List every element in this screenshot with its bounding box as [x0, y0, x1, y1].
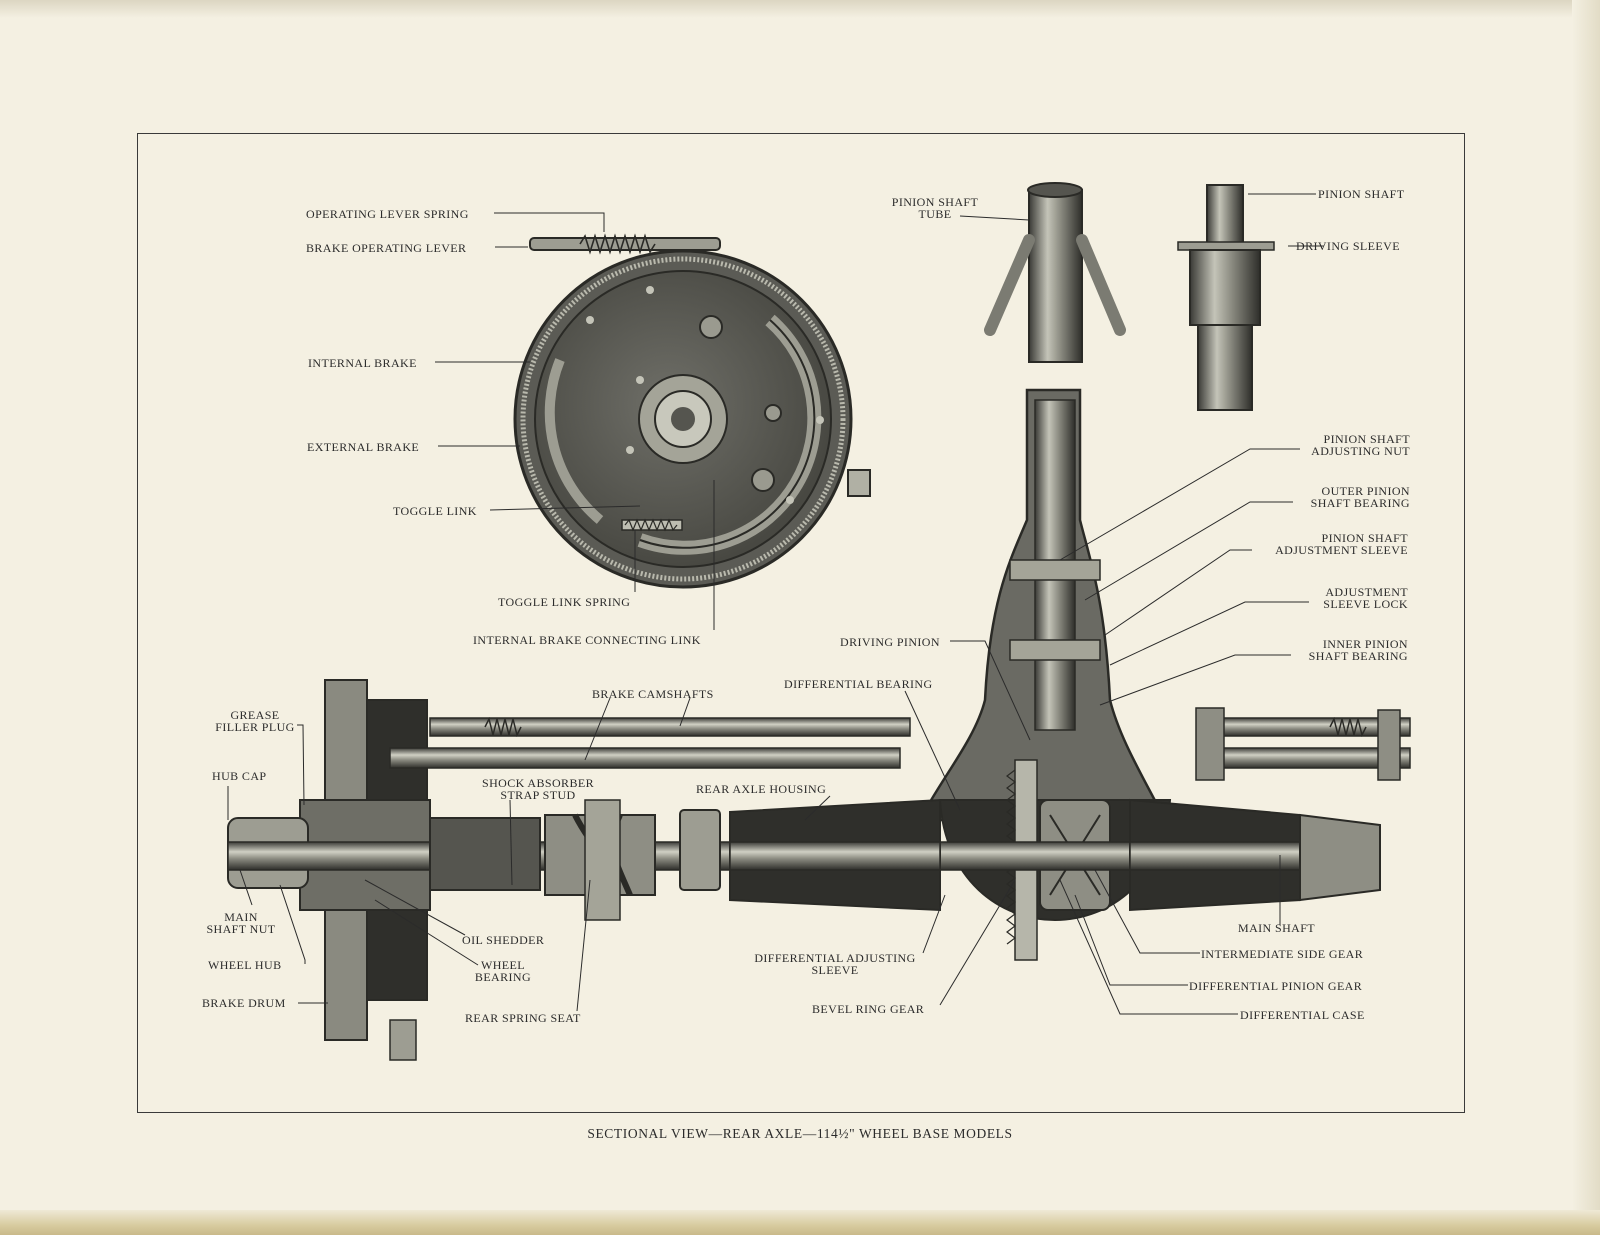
- label-grease-filler-plug: GREASE FILLER PLUG: [200, 709, 310, 733]
- label-differential-adjusting-sleeve-line2: SLEEVE: [811, 963, 859, 977]
- label-pinion-shaft-adjusting-nut: PINION SHAFT ADJUSTING NUT: [1290, 433, 1410, 457]
- label-differential-adjusting-sleeve: DIFFERENTIAL ADJUSTING SLEEVE: [740, 952, 930, 976]
- label-rear-spring-seat: REAR SPRING SEAT: [465, 1011, 581, 1025]
- label-pinion-shaft-adjustment-sleeve-line1: PINION SHAFT: [1321, 531, 1408, 545]
- label-differential-pinion-gear: DIFFERENTIAL PINION GEAR: [1189, 979, 1363, 993]
- label-differential-bearing: DIFFERENTIAL BEARING: [784, 677, 933, 691]
- label-pinion-shaft-tube-line1: PINION SHAFT: [891, 195, 979, 209]
- label-pinion-shaft-tube-line2: TUBE: [918, 207, 952, 221]
- illustration-frame: [137, 133, 1465, 1113]
- label-adjustment-sleeve-lock-line2: SLEEVE LOCK: [1323, 597, 1408, 611]
- label-driving-pinion: DRIVING PINION: [840, 635, 940, 649]
- label-wheel-bearing: WHEEL BEARING: [470, 959, 536, 983]
- label-pinion-shaft-adjusting-nut-line2: ADJUSTING NUT: [1311, 444, 1410, 458]
- page-edge-right: [1572, 0, 1600, 1235]
- label-outer-pinion-shaft-bearing-line2: SHAFT BEARING: [1310, 496, 1410, 510]
- label-shock-absorber-strap-stud: SHOCK ABSORBER STRAP STUD: [470, 777, 606, 801]
- label-inner-pinion-shaft-bearing: INNER PINION SHAFT BEARING: [1290, 638, 1408, 662]
- differential-housing: [917, 388, 1172, 961]
- label-main-shaft: MAIN SHAFT: [1238, 921, 1316, 935]
- label-internal-brake-connecting-link: INTERNAL BRAKE CONNECTING LINK: [473, 633, 701, 647]
- label-hub-cap: HUB CAP: [212, 769, 267, 783]
- axle-housing: [227, 679, 1411, 1061]
- pinion-shaft-tube-part: [984, 182, 1126, 363]
- label-differential-adjusting-sleeve-line1: DIFFERENTIAL ADJUSTING: [754, 951, 916, 965]
- label-wheel-bearing-line2: BEARING: [474, 970, 532, 984]
- label-operating-lever-spring: OPERATING LEVER SPRING: [306, 207, 469, 221]
- label-shock-absorber-strap-stud-line1: SHOCK ABSORBER: [482, 776, 594, 790]
- label-pinion-shaft-adjustment-sleeve: PINION SHAFT ADJUSTMENT SLEEVE: [1250, 532, 1408, 556]
- label-brake-camshafts: BRAKE CAMSHAFTS: [592, 687, 714, 701]
- label-adjustment-sleeve-lock: ADJUSTMENT SLEEVE LOCK: [1300, 586, 1408, 610]
- label-brake-drum: BRAKE DRUM: [202, 996, 286, 1010]
- leader-lines: [227, 193, 1324, 1015]
- label-driving-sleeve: DRIVING SLEEVE: [1296, 239, 1400, 253]
- pinion-shaft-part: [1177, 184, 1275, 411]
- label-adjustment-sleeve-lock-line1: ADJUSTMENT: [1325, 585, 1408, 599]
- label-main-shaft-nut-line1: MAIN: [224, 910, 258, 924]
- label-pinion-shaft-tube: PINION SHAFT TUBE: [880, 196, 990, 220]
- label-toggle-link: TOGGLE LINK: [393, 504, 477, 518]
- label-main-shaft-nut: MAIN SHAFT NUT: [196, 911, 286, 935]
- label-inner-pinion-shaft-bearing-line2: SHAFT BEARING: [1308, 649, 1408, 663]
- label-main-shaft-nut-line2: SHAFT NUT: [206, 922, 276, 936]
- label-brake-operating-lever: BRAKE OPERATING LEVER: [306, 241, 467, 255]
- label-external-brake: EXTERNAL BRAKE: [307, 440, 420, 454]
- label-wheel-bearing-line1: WHEEL: [481, 958, 525, 972]
- label-intermediate-side-gear: INTERMEDIATE SIDE GEAR: [1201, 947, 1364, 961]
- label-toggle-link-spring: TOGGLE LINK SPRING: [498, 595, 631, 609]
- label-differential-case: DIFFERENTIAL CASE: [1240, 1008, 1365, 1022]
- page-edge-top: [0, 0, 1600, 18]
- label-pinion-shaft-adjustment-sleeve-line2: ADJUSTMENT SLEEVE: [1275, 543, 1408, 557]
- brake-drum-assembly: [513, 233, 871, 589]
- label-inner-pinion-shaft-bearing-line1: INNER PINION: [1322, 637, 1408, 651]
- label-outer-pinion-shaft-bearing-line1: OUTER PINION: [1321, 484, 1410, 498]
- label-oil-shedder: OIL SHEDDER: [462, 933, 545, 947]
- label-wheel-hub: WHEEL HUB: [208, 958, 282, 972]
- label-rear-axle-housing: REAR AXLE HOUSING: [696, 782, 827, 796]
- label-internal-brake: INTERNAL BRAKE: [308, 356, 417, 370]
- label-grease-filler-plug-line2: FILLER PLUG: [215, 720, 295, 734]
- label-grease-filler-plug-line1: GREASE: [230, 708, 280, 722]
- page-edge-bottom: [0, 1210, 1600, 1235]
- label-pinion-shaft: PINION SHAFT: [1318, 187, 1405, 201]
- label-bevel-ring-gear: BEVEL RING GEAR: [812, 1002, 925, 1016]
- label-outer-pinion-shaft-bearing: OUTER PINION SHAFT BEARING: [1290, 485, 1410, 509]
- label-shock-absorber-strap-stud-line2: STRAP STUD: [500, 788, 576, 802]
- label-pinion-shaft-adjusting-nut-line1: PINION SHAFT: [1323, 432, 1410, 446]
- figure-caption: SECTIONAL VIEW—REAR AXLE—114½" WHEEL BAS…: [587, 1126, 1013, 1141]
